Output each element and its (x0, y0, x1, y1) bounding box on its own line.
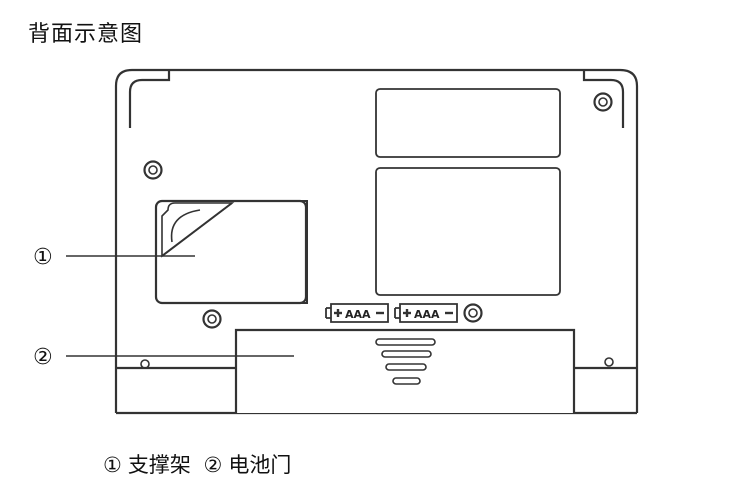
battery-door (234, 328, 576, 413)
upper-label-recess (375, 88, 561, 158)
legend-item2-label: 电池门 (228, 453, 292, 477)
stand-bracket (154, 199, 308, 305)
battery-label-2: AAA (414, 308, 440, 321)
battery-marking-2 (394, 303, 458, 323)
screw-hole-battery (463, 303, 483, 323)
legend-item1-label: 支撑架 (127, 453, 191, 477)
lower-label-recess (375, 167, 561, 296)
small-hole-right (604, 357, 614, 367)
battery-marking-1 (325, 303, 389, 323)
legend-item1-number: ① (103, 453, 122, 477)
screw-hole-bottom-left (202, 309, 222, 329)
device-body-outline (114, 68, 639, 413)
callout-number-1: ① (33, 245, 53, 270)
legend-item2-number: ② (203, 453, 223, 477)
small-hole-left (140, 359, 150, 369)
top-right-bevel (582, 70, 625, 128)
screw-hole-top-right (593, 92, 613, 112)
callout-number-2: ② (33, 345, 53, 370)
diagram-title: 背面示意图 (28, 22, 144, 47)
battery-label-1: AAA (345, 308, 371, 321)
top-left-bevel (128, 70, 171, 128)
screw-hole-top-left (143, 160, 163, 180)
